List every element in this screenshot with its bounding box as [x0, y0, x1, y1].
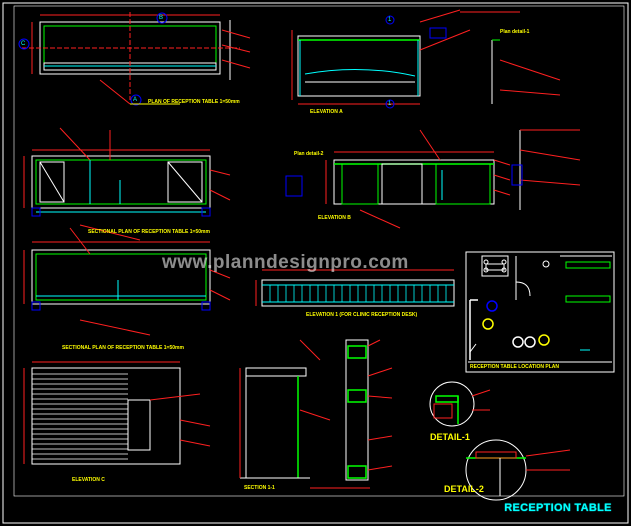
- marker-one-bottom: 1: [388, 101, 392, 107]
- marker-b: B: [159, 15, 164, 21]
- caption-sectional-plan-1: SECTIONAL PLAN OF RECEPTION TABLE 1=50mm: [88, 229, 210, 235]
- tag-plan-detail-2: Plan detail-2: [294, 151, 324, 157]
- sectional-plan-2: [23, 227, 231, 336]
- caption-elevation-1: ELEVATION 1 (FOR CLINIC RECEPTION DESK): [306, 312, 418, 318]
- marker-one-top: 1: [388, 17, 392, 23]
- location-plan: [465, 251, 615, 373]
- plan-view: [18, 12, 251, 106]
- caption-elevation-b: ELEVATION B: [318, 215, 351, 221]
- elevation-c-slats: [32, 373, 128, 460]
- plan-detail-right: [511, 129, 581, 210]
- detail-1: [429, 381, 491, 427]
- caption-elevation-c: ELEVATION C: [72, 477, 105, 483]
- marker-c: C: [21, 41, 26, 47]
- elevation-a: [291, 9, 471, 109]
- caption-section-1-1: SECTION 1-1: [244, 485, 275, 491]
- title-block: RECEPTION TABLE: [496, 502, 620, 518]
- caption-plan: PLAN OF RECEPTION TABLE 1=50mm: [148, 99, 240, 105]
- section-1-1: [239, 339, 393, 489]
- detail-1-label: DETAIL-1: [430, 432, 470, 442]
- marker-a: A: [133, 97, 138, 103]
- watermark: www.planndesignpro.com: [162, 252, 409, 273]
- drawing-title: RECEPTION TABLE: [504, 502, 612, 514]
- sheet-inner-border: [13, 5, 625, 497]
- detail-2: [465, 439, 571, 501]
- elevation-c: [23, 361, 211, 465]
- caption-sectional-plan-2: SECTIONAL PLAN OF RECEPTION TABLE 1=50mm: [62, 345, 184, 351]
- plan-detail-1: [460, 11, 561, 104]
- sectional-plan-1: [23, 127, 231, 241]
- elevation-1-louvers: [269, 285, 447, 302]
- detail-2-label: DETAIL-2: [444, 484, 484, 494]
- caption-elevation-a: ELEVATION A: [310, 109, 343, 115]
- tag-plan-detail-1: Plan detail-1: [500, 29, 530, 35]
- elevation-b: [285, 129, 511, 229]
- caption-location-plan: RECEPTION TABLE LOCATION PLAN: [470, 364, 559, 370]
